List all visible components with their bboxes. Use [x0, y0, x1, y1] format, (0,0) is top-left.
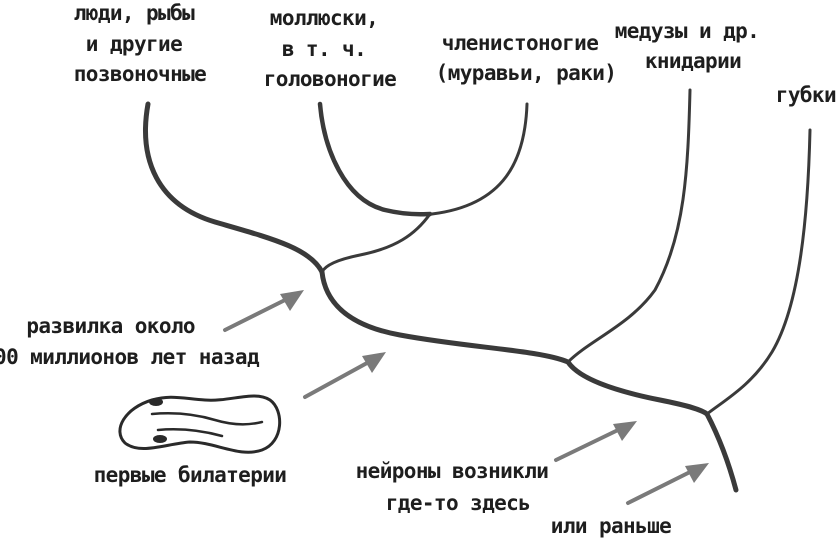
- arrow-neurons-shaft: [554, 428, 620, 462]
- arrow-bilaterians-shaft: [303, 361, 369, 399]
- arrow-fork: [223, 290, 304, 332]
- branch-arthropods: [430, 102, 529, 216]
- label-first-bilaterians: первые билатерии: [94, 463, 287, 487]
- arrow-earlier-head: [685, 463, 709, 483]
- label-vertebrates: люди, рыбы и другие позвоночные: [74, 1, 206, 86]
- label-or-earlier: или раньше: [551, 514, 671, 538]
- label-neurons-here: нейроны возникли где-то здесь: [356, 459, 561, 515]
- branch-mollusks: [317, 101, 433, 217]
- branch-cnidarians: [566, 88, 692, 364]
- branch-protostomes: [320, 212, 432, 274]
- tree-branches: [143, 88, 812, 493]
- flatworm-icon: [118, 394, 282, 454]
- branch-sponges: [705, 128, 812, 416]
- label-arthropods: членистоногие (муравьи, раки): [436, 31, 617, 85]
- label-mollusks: моллюски, в т. ч. головоногие: [264, 6, 396, 91]
- label-fork: развилка около 600 миллионов лет назад: [0, 314, 260, 369]
- branch-bilaterians: [319, 269, 571, 365]
- arrow-fork-head: [280, 290, 304, 311]
- label-cnidarians: медузы и др. книдарии: [615, 19, 772, 73]
- arrow-neurons-head: [613, 421, 637, 441]
- arrow-bilaterians-head: [362, 352, 386, 373]
- arrow-fork-shaft: [223, 298, 287, 332]
- branch-vertebrates: [143, 101, 325, 275]
- branch-eumetazoa: [565, 359, 710, 417]
- arrow-earlier-shaft: [626, 470, 692, 505]
- branch-root: [704, 411, 739, 493]
- arrow-earlier: [626, 463, 709, 505]
- arrow-neurons: [554, 421, 637, 462]
- label-sponges: губки: [776, 83, 836, 107]
- arrow-bilaterians: [303, 352, 386, 399]
